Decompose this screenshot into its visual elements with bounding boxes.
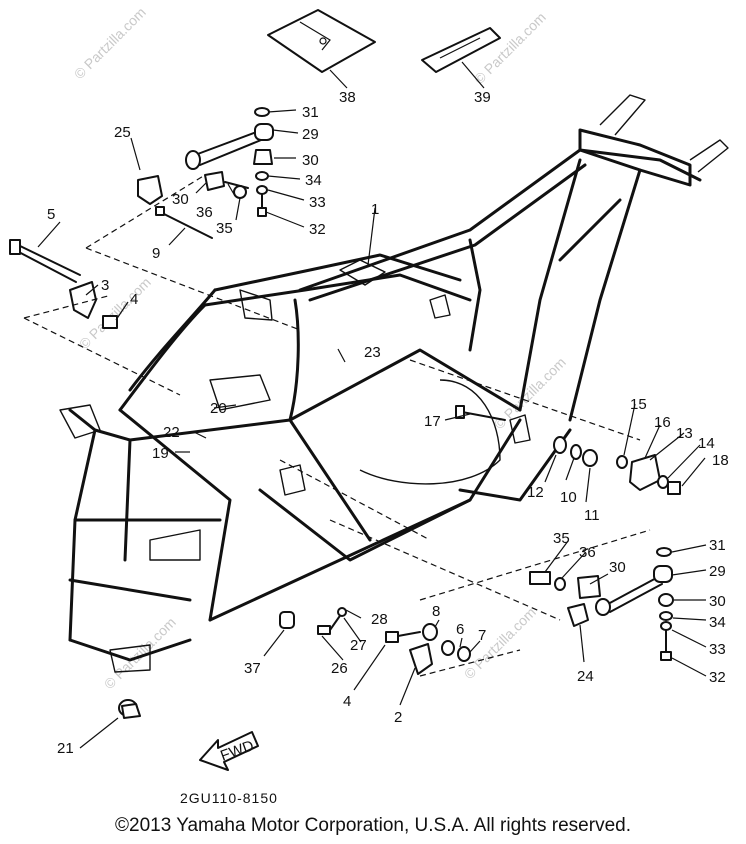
callout-33: 33: [709, 641, 726, 658]
lower-mount-parts: [118, 607, 471, 719]
callout-27: 27: [350, 637, 367, 654]
callout-34: 34: [305, 172, 322, 189]
watermark: © Partzilla.com: [71, 4, 149, 82]
callout-26: 26: [331, 660, 348, 677]
reference-lines: [23, 174, 651, 677]
callout-37: 37: [244, 660, 261, 677]
callout-21: 21: [57, 740, 74, 757]
callout-11: 11: [584, 507, 600, 524]
callout-13: 13: [676, 425, 693, 442]
callout-35: 35: [553, 530, 570, 547]
lower-right-mount-assembly: [529, 547, 674, 661]
callout-32: 32: [709, 669, 726, 686]
callout-4: 4: [343, 693, 351, 710]
callout-31: 31: [709, 537, 726, 554]
callout-31: 31: [302, 104, 319, 121]
callout-30: 30: [609, 559, 626, 576]
callout-15: 15: [630, 396, 647, 413]
callout-30: 30: [709, 593, 726, 610]
callout-12: 12: [527, 484, 544, 501]
callout-3: 3: [101, 277, 109, 294]
callout-labels: 1 2 3 4 4 5 6 7 8 9 10 11 12 13 14 15 16…: [47, 89, 729, 757]
callout-24: 24: [577, 668, 594, 685]
callout-32: 32: [309, 221, 326, 238]
copyright-notice: ©2013 Yamaha Motor Corporation, U.S.A. A…: [115, 815, 631, 836]
callout-30: 30: [302, 152, 319, 169]
callout-29: 29: [709, 563, 726, 580]
callout-35: 35: [216, 220, 233, 237]
front-engine-mount-bolt: [9, 239, 118, 329]
callout-6: 6: [456, 621, 464, 638]
callout-8: 8: [432, 603, 440, 620]
callout-22: 22: [163, 424, 180, 441]
callout-33: 33: [309, 194, 326, 211]
callout-19: 19: [152, 445, 169, 462]
part-tool-holder: [421, 27, 501, 73]
callout-29: 29: [302, 126, 319, 143]
callout-9: 9: [152, 245, 160, 262]
fwd-label: FWD: [218, 737, 256, 765]
watermark: © Partzilla.com: [461, 604, 539, 682]
callout-23: 23: [364, 344, 381, 361]
watermark-group: © Partzilla.com © Partzilla.com © Partzi…: [71, 4, 569, 692]
callout-36: 36: [579, 544, 596, 561]
callout-2: 2: [394, 709, 402, 726]
callout-7: 7: [478, 627, 486, 644]
callout-25: 25: [114, 124, 131, 141]
part-owners-manual-bag: [267, 9, 376, 73]
callout-20: 20: [210, 400, 227, 417]
forward-arrow: FWD: [199, 731, 259, 771]
callout-1: 1: [371, 201, 379, 218]
leader-lines: [37, 61, 707, 749]
callout-16: 16: [654, 414, 671, 431]
callout-17: 17: [424, 413, 441, 430]
callout-18: 18: [712, 452, 729, 469]
drawing-code: 2GU110-8150: [180, 790, 278, 806]
callout-39: 39: [474, 89, 491, 106]
callout-14: 14: [698, 435, 715, 452]
callout-34: 34: [709, 614, 726, 631]
main-frame: [59, 94, 729, 673]
callout-30: 30: [172, 191, 189, 208]
callout-5: 5: [47, 206, 55, 223]
callout-10: 10: [560, 489, 577, 506]
callout-28: 28: [371, 611, 388, 628]
callout-36: 36: [196, 204, 213, 221]
callout-38: 38: [339, 89, 356, 106]
rear-engine-mount-parts: [455, 405, 681, 495]
callout-4: 4: [130, 291, 138, 308]
